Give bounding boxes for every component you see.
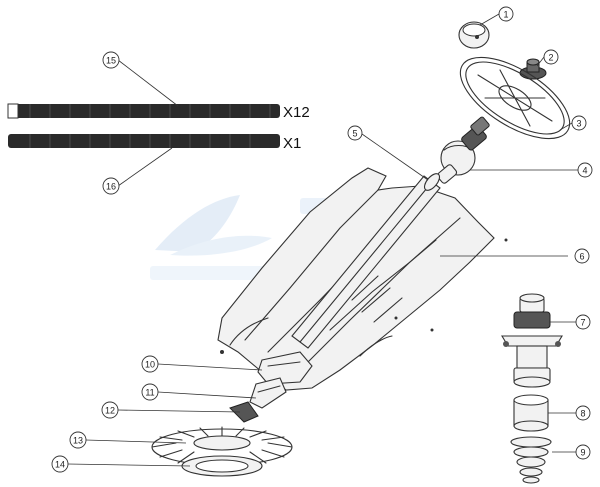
svg-text:11: 11	[145, 388, 154, 398]
svg-text:4: 4	[582, 166, 587, 176]
coupling-sleeve-part-8	[513, 394, 549, 432]
hose-16-quantity: X1	[283, 135, 301, 152]
regulator-valve-part-7	[501, 293, 563, 388]
foot-piece-part-10	[257, 351, 313, 385]
svg-text:16: 16	[106, 182, 116, 192]
svg-text:10: 10	[145, 360, 155, 370]
hose-section-16	[8, 134, 280, 148]
hose-section-15	[7, 103, 280, 119]
deflector-disc-part-3	[459, 56, 571, 140]
svg-text:9: 9	[580, 448, 585, 458]
callout-10: 10	[141, 355, 159, 373]
svg-text:14: 14	[55, 460, 65, 470]
callout-13: 13	[69, 431, 87, 449]
callout-7: 7	[575, 314, 591, 330]
nozzle-part-11	[249, 377, 287, 409]
callout-6: 6	[574, 248, 590, 264]
cone-adapter-part-9	[510, 436, 552, 484]
leader-lines	[67, 13, 578, 467]
svg-text:1: 1	[503, 10, 508, 20]
svg-text:5: 5	[352, 129, 357, 139]
callout-9: 9	[575, 444, 591, 460]
callout-1: 1	[498, 6, 514, 22]
callout-14: 14	[51, 455, 69, 473]
swivel-joint-part-4	[436, 116, 490, 184]
callout-2: 2	[543, 49, 559, 65]
svg-text:7: 7	[580, 318, 585, 328]
foot-ring-part-14	[181, 455, 263, 477]
svg-text:13: 13	[73, 436, 83, 446]
callout-15: 15	[102, 51, 120, 69]
callout-12: 12	[101, 401, 119, 419]
svg-text:3: 3	[576, 119, 581, 129]
callout-4: 4	[577, 162, 593, 178]
knob-part-2	[519, 58, 547, 80]
callout-11: 11	[141, 383, 159, 401]
callout-3: 3	[571, 115, 587, 131]
hose-15-quantity: X12	[283, 104, 310, 121]
callout-5: 5	[347, 125, 363, 141]
svg-text:2: 2	[548, 53, 553, 63]
cap-part-1	[458, 21, 490, 49]
flap-part-12	[229, 401, 259, 423]
internal-tube-part-5	[291, 173, 441, 349]
svg-text:15: 15	[106, 56, 116, 66]
callout-16: 16	[102, 177, 120, 195]
callout-8: 8	[575, 405, 591, 421]
svg-text:6: 6	[579, 252, 584, 262]
svg-text:12: 12	[105, 406, 115, 416]
svg-text:8: 8	[580, 409, 585, 419]
